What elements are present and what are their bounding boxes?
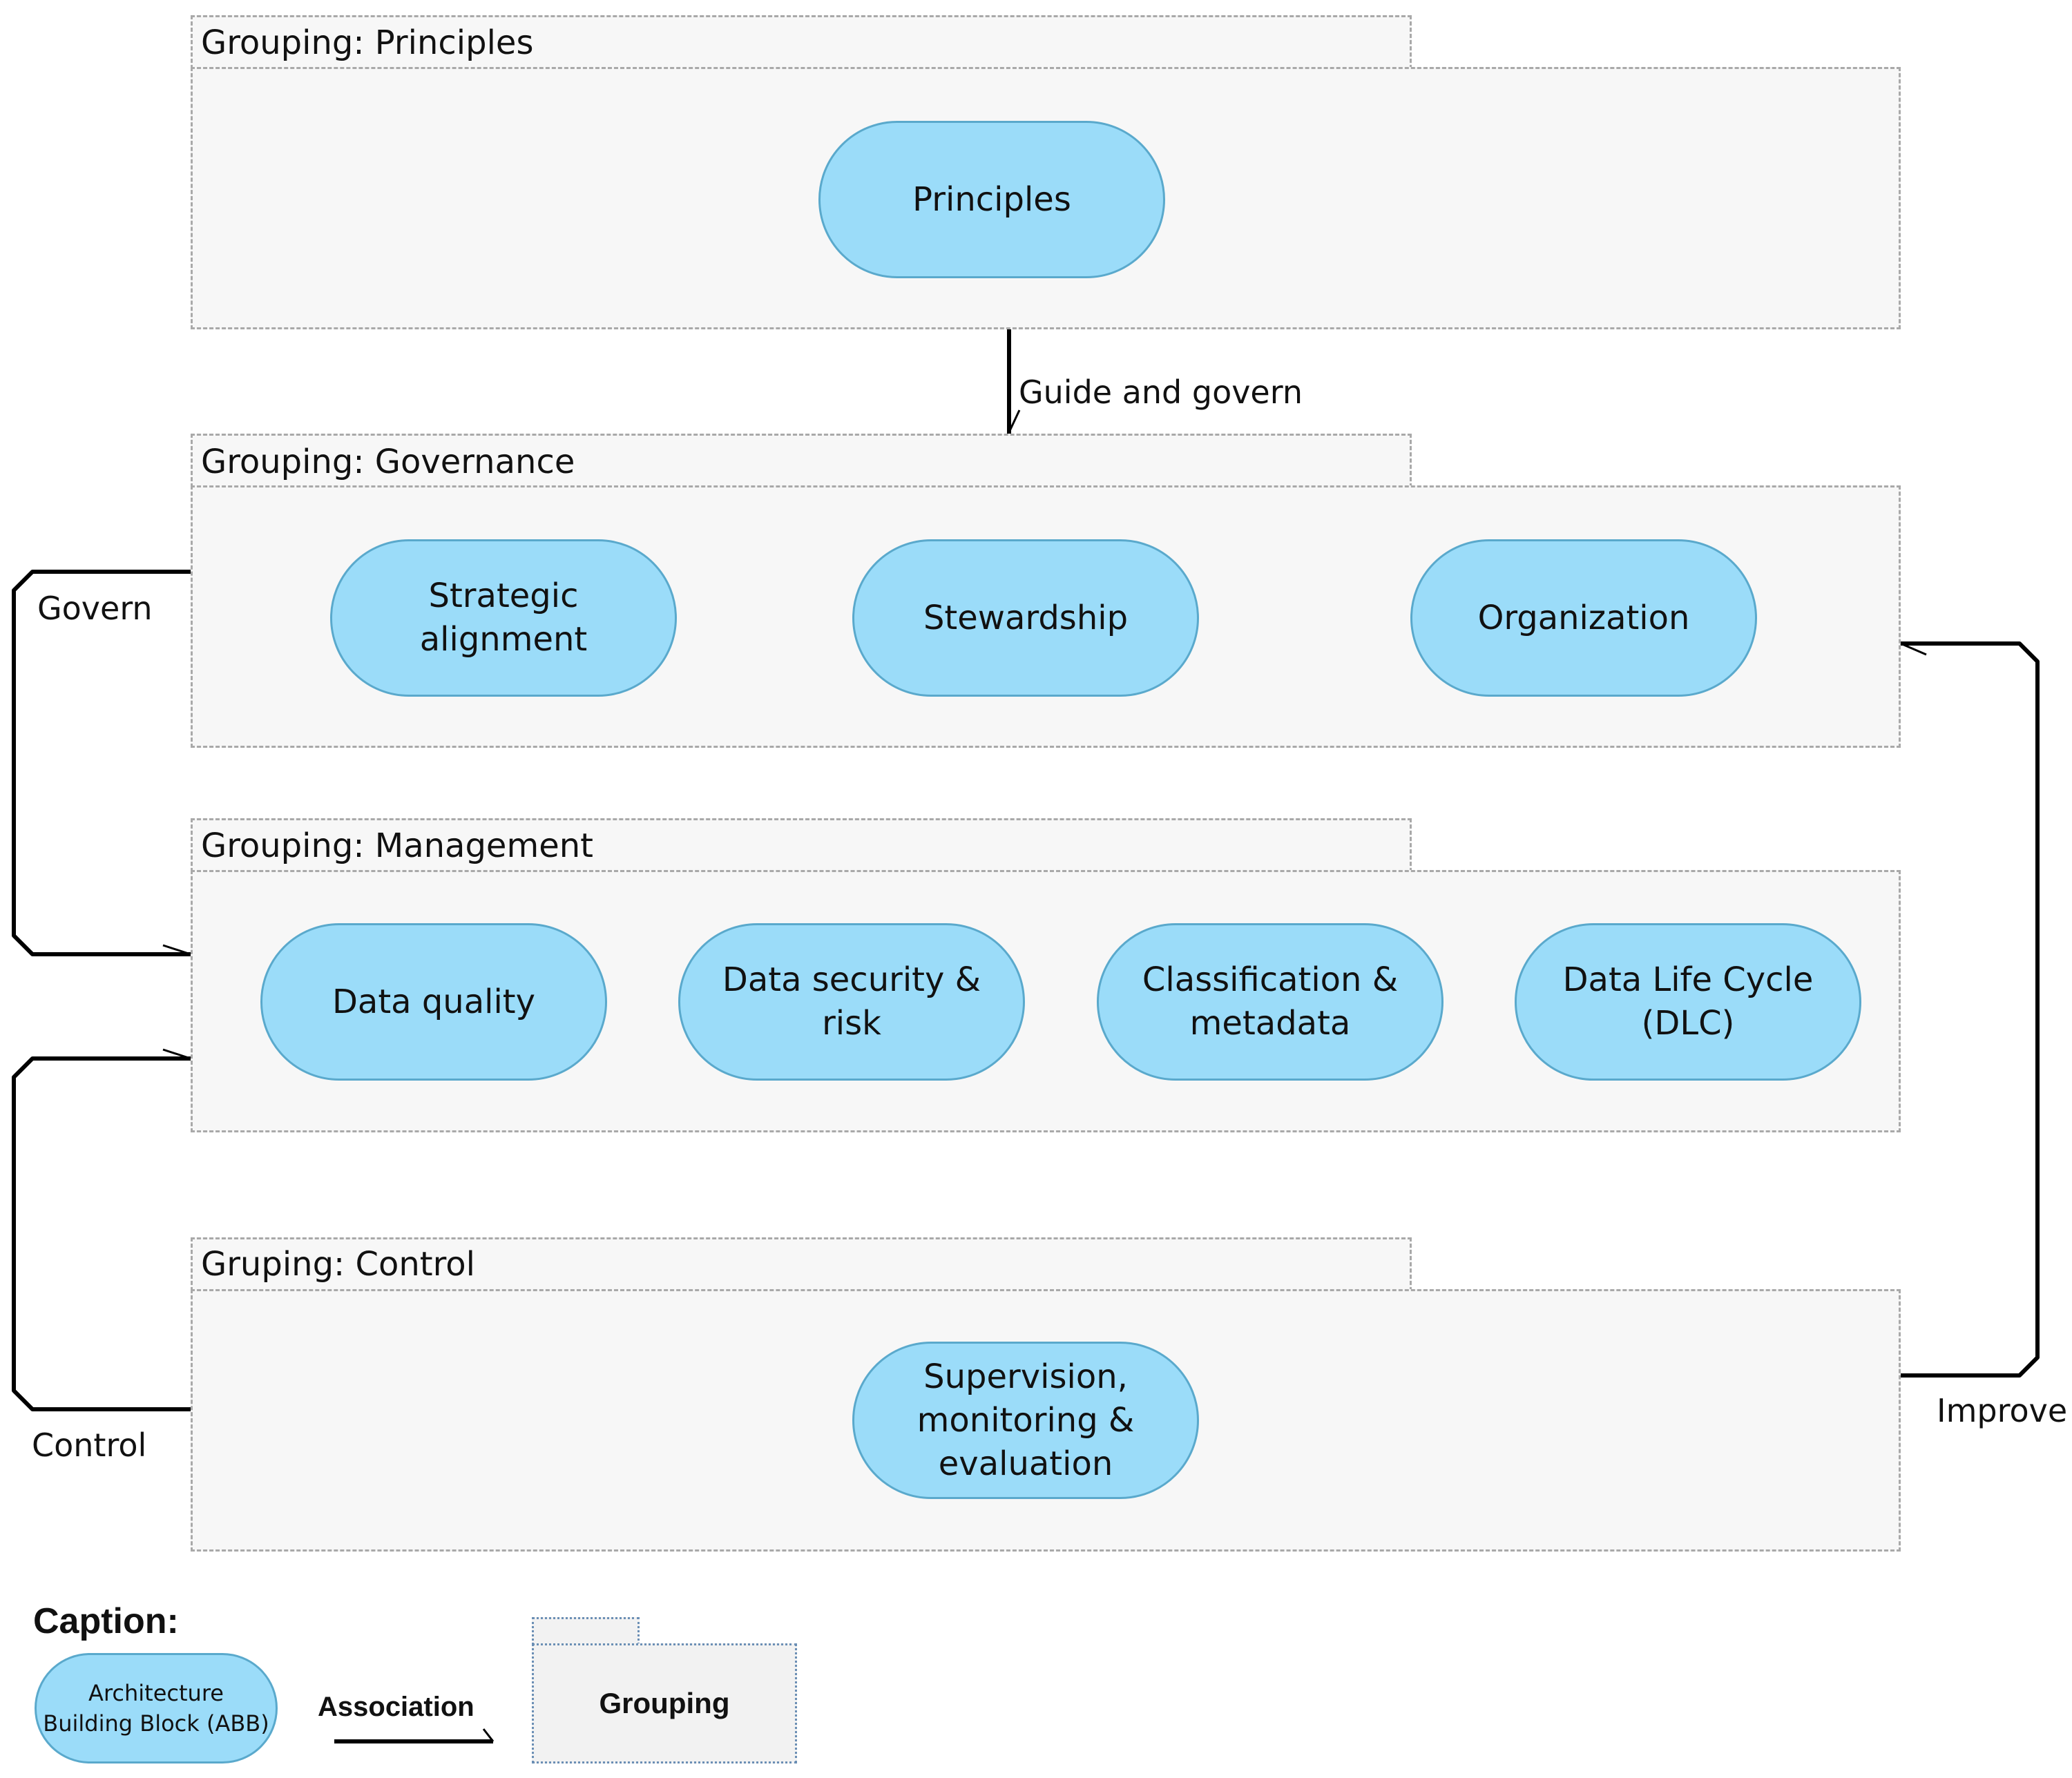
abb-supervision-monitoring-evaluation[interactable]: Supervision, monitoring & evaluation	[852, 1342, 1199, 1499]
label-improve: Improve	[1937, 1392, 2068, 1429]
abb-data-security-risk[interactable]: Data security & risk	[678, 923, 1025, 1081]
group-principles-tab	[191, 15, 1412, 69]
connector-guide-arrowhead	[1008, 409, 1021, 433]
legend-association-label: Association	[318, 1692, 474, 1722]
abb-stewardship[interactable]: Stewardship	[852, 539, 1199, 697]
connector-improve-arrowhead	[1900, 642, 1927, 656]
group-management-tab	[191, 818, 1412, 872]
group-principles-title: Grouping: Principles	[201, 23, 534, 62]
group-governance-title: Grouping: Governance	[201, 443, 575, 481]
legend-grouping-tab	[532, 1617, 640, 1645]
abb-strategic-alignment[interactable]: Strategic alignment	[330, 539, 677, 697]
connector-control	[12, 1056, 191, 1411]
legend-abb: Architecture Building Block (ABB)	[35, 1653, 278, 1763]
caption-title: Caption:	[33, 1601, 179, 1641]
legend-grouping: Grouping	[532, 1643, 797, 1763]
group-control-tab	[191, 1237, 1412, 1291]
abb-classification-metadata[interactable]: Classification & metadata	[1097, 923, 1443, 1081]
label-govern: Govern	[37, 590, 153, 627]
group-control-title: Gruping: Control	[201, 1245, 475, 1284]
label-guide-and-govern: Guide and govern	[1019, 374, 1303, 411]
abb-principles[interactable]: Principles	[818, 121, 1165, 278]
group-management-title: Grouping: Management	[201, 827, 593, 865]
connector-govern-arrowhead	[162, 944, 191, 956]
abb-data-life-cycle[interactable]: Data Life Cycle (DLC)	[1515, 923, 1861, 1081]
group-governance-tab	[191, 434, 1412, 487]
connector-control-arrowhead	[162, 1048, 191, 1060]
abb-data-quality[interactable]: Data quality	[260, 923, 607, 1081]
abb-organization[interactable]: Organization	[1410, 539, 1757, 697]
connector-improve	[1901, 641, 2040, 1378]
connector-govern	[12, 570, 191, 956]
label-control: Control	[32, 1427, 147, 1464]
